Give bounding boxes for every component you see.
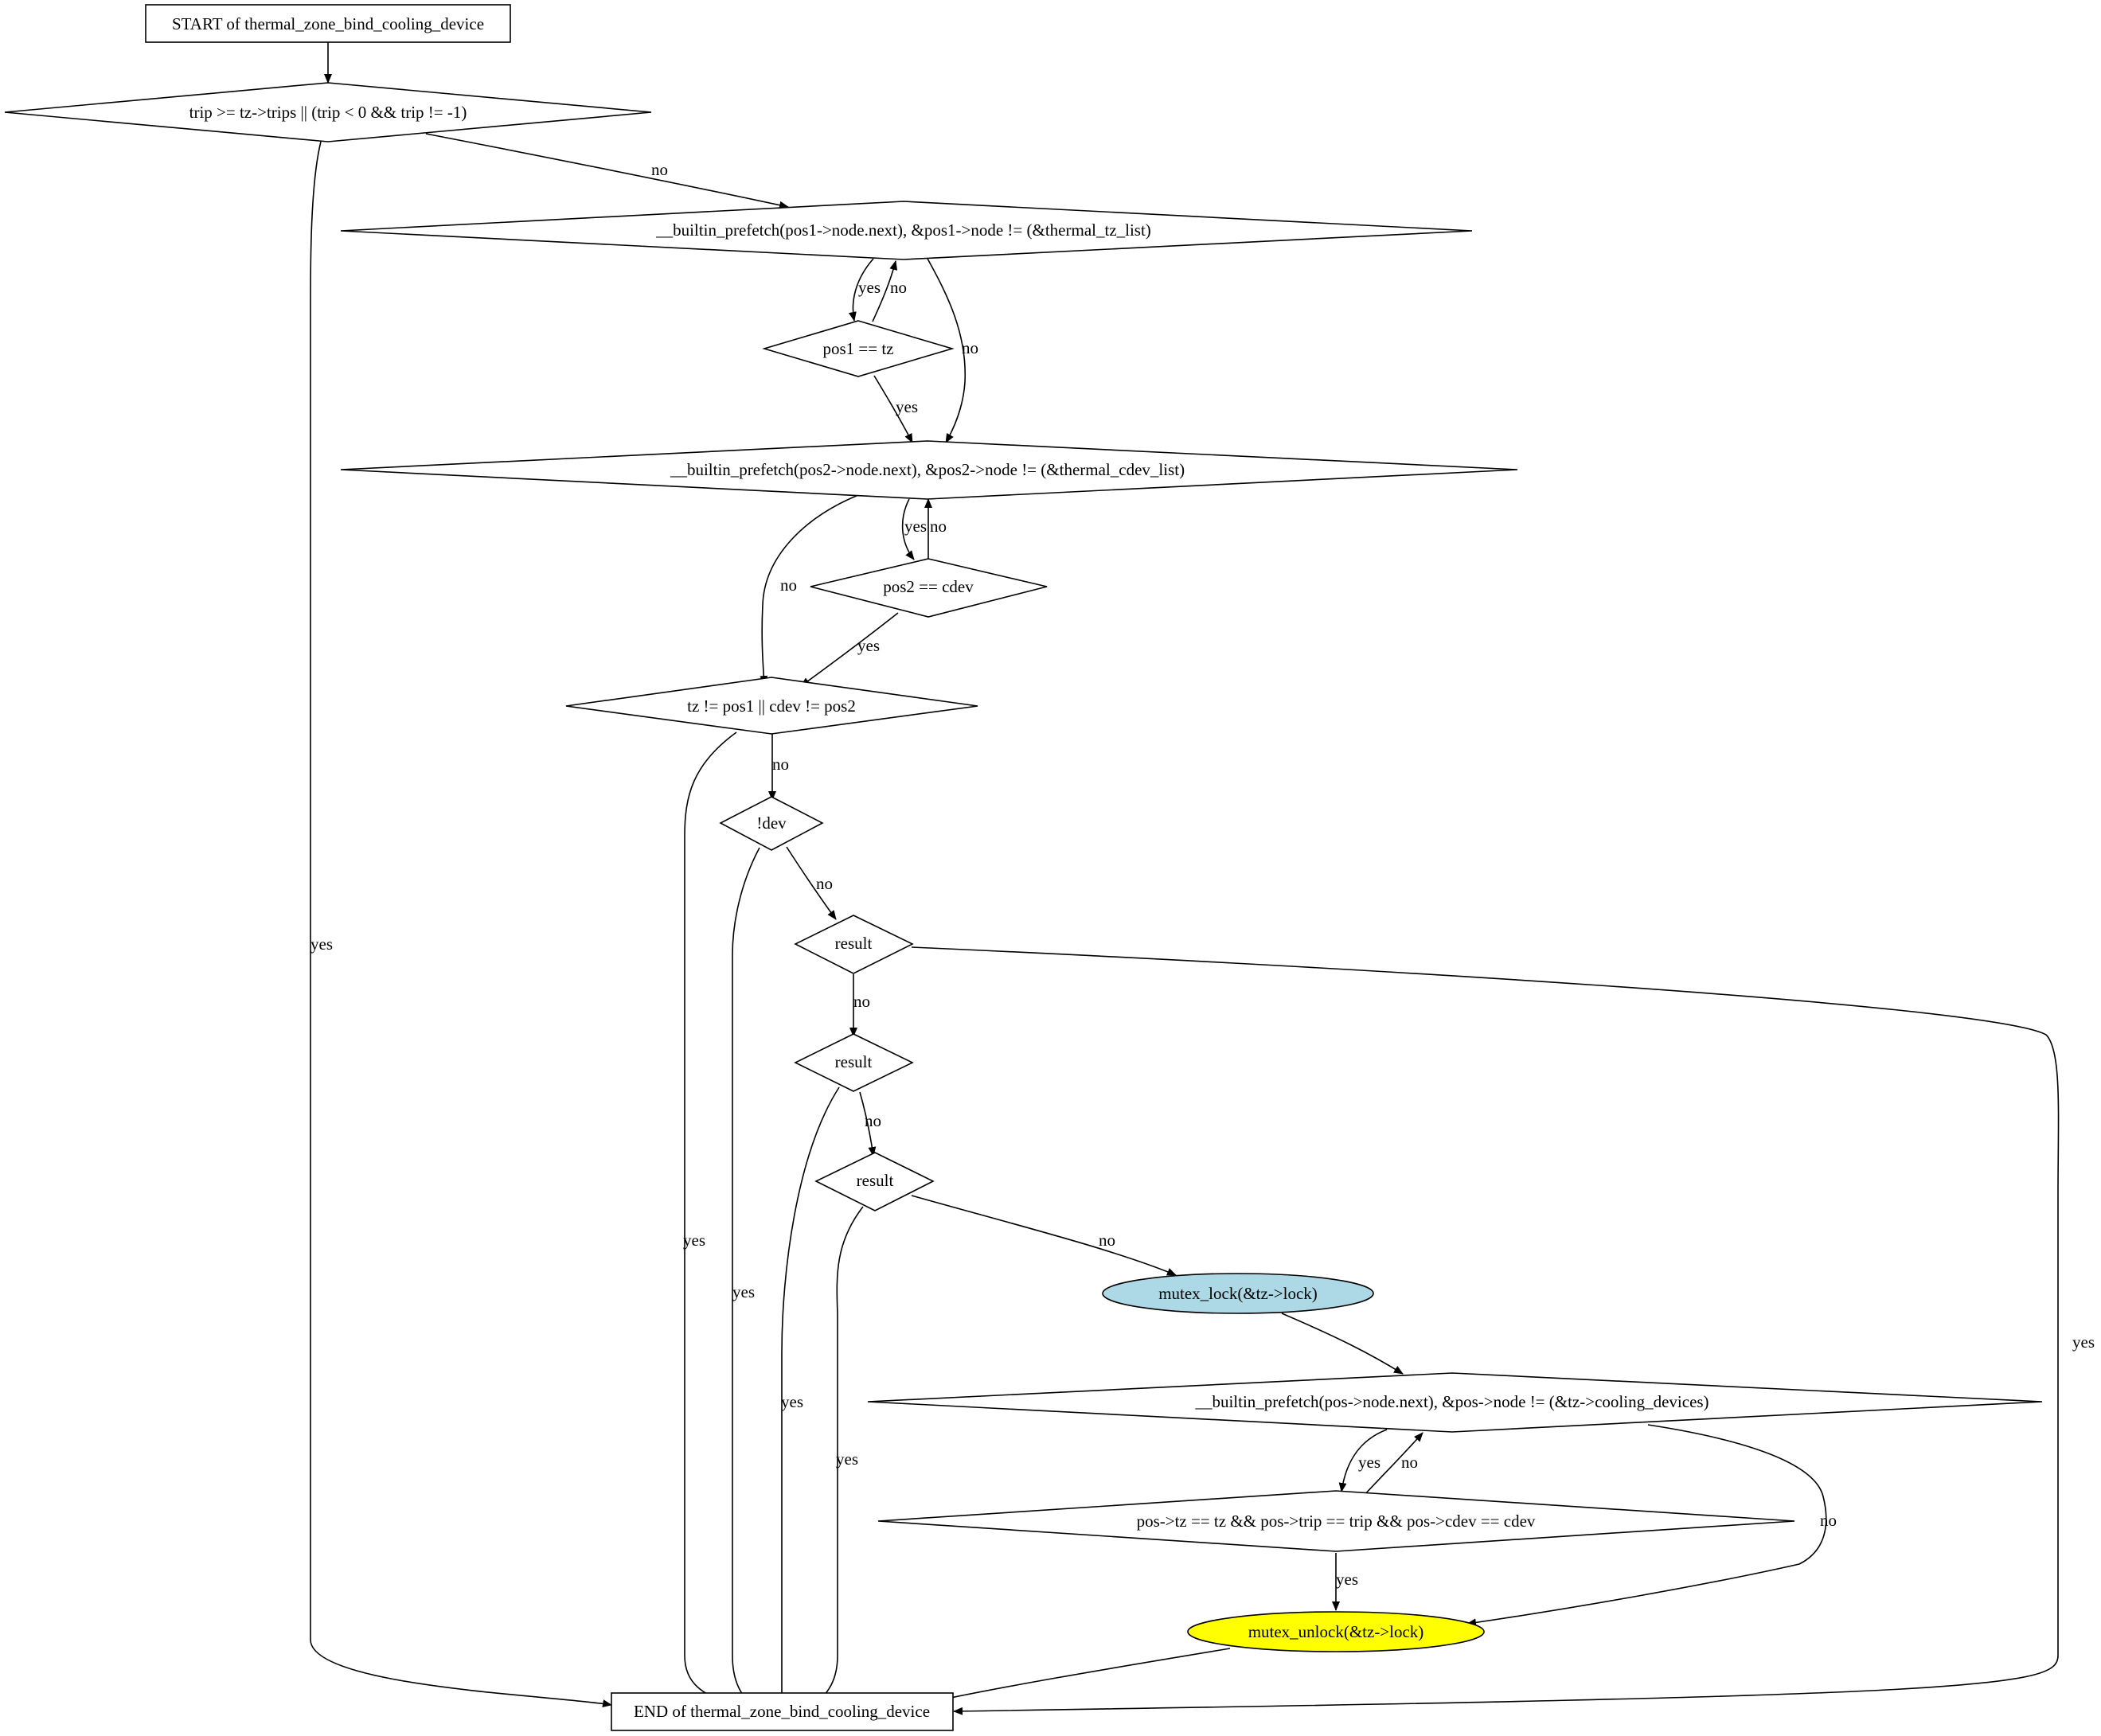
- node-mutex-unlock: mutex_unlock(&tz->lock): [1187, 1611, 1485, 1652]
- edge-loopcdev-no: [760, 494, 859, 685]
- edge-r3-yes: [811, 1206, 864, 1706]
- node-tz-cdev-check: tz != pos1 || cdev != pos2: [565, 677, 978, 735]
- node-mutex-unlock-label: mutex_unlock(&tz->lock): [1248, 1622, 1424, 1641]
- node-result-1: result: [794, 915, 914, 974]
- node-start: START of thermal_zone_bind_cooling_devic…: [145, 4, 511, 43]
- node-end-label: END of thermal_zone_bind_cooling_device: [634, 1702, 930, 1721]
- edge-label-dev-no: no: [816, 874, 833, 893]
- node-pos-match-label: pos->tz == tz && pos->trip == trip && po…: [1137, 1512, 1536, 1531]
- edge-label-dev-yes: yes: [732, 1282, 755, 1301]
- edge-label-pos1-yes: yes: [896, 397, 918, 416]
- node-not-dev-label: !dev: [756, 813, 787, 833]
- edge-label-looptz-yes: yes: [858, 278, 881, 297]
- edge-r3-no: [911, 1195, 1177, 1276]
- edge-label-r1-no: no: [853, 992, 870, 1011]
- node-cond-trip: trip >= tz->trips || (trip < 0 && trip !…: [4, 82, 652, 142]
- node-result-2: result: [794, 1033, 914, 1092]
- edge-r2-no: [859, 1091, 877, 1157]
- edge-label-loopcdev-yes: yes: [904, 517, 927, 536]
- node-start-label: START of thermal_zone_bind_cooling_devic…: [172, 14, 484, 33]
- node-result-3-label: result: [857, 1171, 894, 1190]
- edge-loopcool-no: [1466, 1424, 1827, 1627]
- node-loop-cdev-label: __builtin_prefetch(pos2->node.next), &po…: [670, 460, 1185, 479]
- edge-r2-yes: [778, 1086, 840, 1706]
- node-result-1-label: result: [835, 934, 873, 953]
- edge-label-r2-yes: yes: [781, 1392, 803, 1411]
- edges: [310, 42, 2060, 1715]
- mutex-lock-ellipse: [1102, 1273, 1374, 1314]
- edge-label-match-no: no: [1401, 1453, 1418, 1472]
- edge-label-check-yes: yes: [683, 1231, 705, 1250]
- edge-label-check-no: no: [772, 755, 789, 774]
- mutex-unlock-ellipse: [1187, 1611, 1485, 1652]
- edge-trip-no: [425, 133, 789, 209]
- edge-loopcool-yes: [1338, 1429, 1388, 1492]
- node-pos1-tz-label: pos1 == tz: [822, 339, 893, 358]
- node-pos1-tz: pos1 == tz: [762, 320, 955, 377]
- node-pos2-cdev-label: pos2 == cdev: [883, 577, 974, 596]
- edge-label-pos1-no: no: [890, 278, 907, 297]
- edge-label-looptz-no: no: [962, 338, 978, 357]
- edge-pos1-no: [872, 260, 898, 322]
- edge-label-pos2-no: no: [930, 517, 947, 536]
- edge-r1-yes: [911, 946, 2060, 1715]
- edge-lock-to-loopcool: [1281, 1313, 1404, 1375]
- edge-pos1-yes: [873, 375, 913, 443]
- node-loop-tz-label: __builtin_prefetch(pos1->node.next), &po…: [655, 220, 1151, 240]
- node-loop-cooling: __builtin_prefetch(pos->node.next), &pos…: [867, 1372, 2043, 1433]
- node-not-dev: !dev: [719, 796, 824, 851]
- nodes: START of thermal_zone_bind_cooling_devic…: [4, 4, 2043, 1731]
- node-result-2-label: result: [835, 1052, 873, 1071]
- edge-trip-yes: [310, 141, 612, 1708]
- edge-dev-yes: [732, 847, 760, 1706]
- edge-labels: yes no yes no no yes yes no no yes yes n…: [310, 160, 2095, 1589]
- edge-match-no: [1362, 1432, 1423, 1497]
- edge-label-loopcool-yes: yes: [1358, 1453, 1380, 1472]
- edge-label-trip-no: no: [651, 160, 668, 179]
- edge-label-r3-yes: yes: [836, 1449, 858, 1469]
- node-loop-cdev: __builtin_prefetch(pos2->node.next), &po…: [340, 440, 1518, 500]
- edge-looptz-no: [927, 258, 967, 443]
- edge-label-trip-yes: yes: [310, 934, 333, 954]
- edge-label-loopcdev-no: no: [780, 575, 797, 595]
- edge-label-r3-no: no: [1099, 1231, 1115, 1250]
- edge-pos2-yes: [800, 612, 899, 687]
- edge-check-yes: [684, 731, 737, 1706]
- node-pos2-cdev: pos2 == cdev: [810, 558, 1048, 618]
- edge-label-match-yes: yes: [1336, 1570, 1358, 1589]
- edge-label-pos2-yes: yes: [857, 636, 880, 655]
- node-cond-trip-label: trip >= tz->trips || (trip < 0 && trip !…: [189, 103, 467, 122]
- node-mutex-lock-label: mutex_lock(&tz->lock): [1158, 1284, 1318, 1303]
- node-mutex-lock: mutex_lock(&tz->lock): [1102, 1273, 1374, 1314]
- node-result-3: result: [814, 1152, 935, 1211]
- node-loop-tz: __builtin_prefetch(pos1->node.next), &po…: [340, 201, 1473, 260]
- node-tz-cdev-check-label: tz != pos1 || cdev != pos2: [687, 696, 856, 716]
- node-end: END of thermal_zone_bind_cooling_device: [611, 1692, 954, 1731]
- edge-label-loopcool-no: no: [1820, 1511, 1837, 1530]
- edge-label-r2-no: no: [865, 1111, 881, 1130]
- edge-label-r1-yes: yes: [2072, 1332, 2095, 1352]
- node-pos-match: pos->tz == tz && pos->trip == trip && po…: [877, 1490, 1795, 1552]
- edge-dev-no: [786, 846, 837, 920]
- edge-looptz-yes: [848, 258, 874, 322]
- node-loop-cooling-label: __builtin_prefetch(pos->node.next), &pos…: [1194, 1392, 1709, 1411]
- edge-loopcdev-yes: [901, 498, 915, 560]
- edge-unlock-to-end: [916, 1648, 1231, 1707]
